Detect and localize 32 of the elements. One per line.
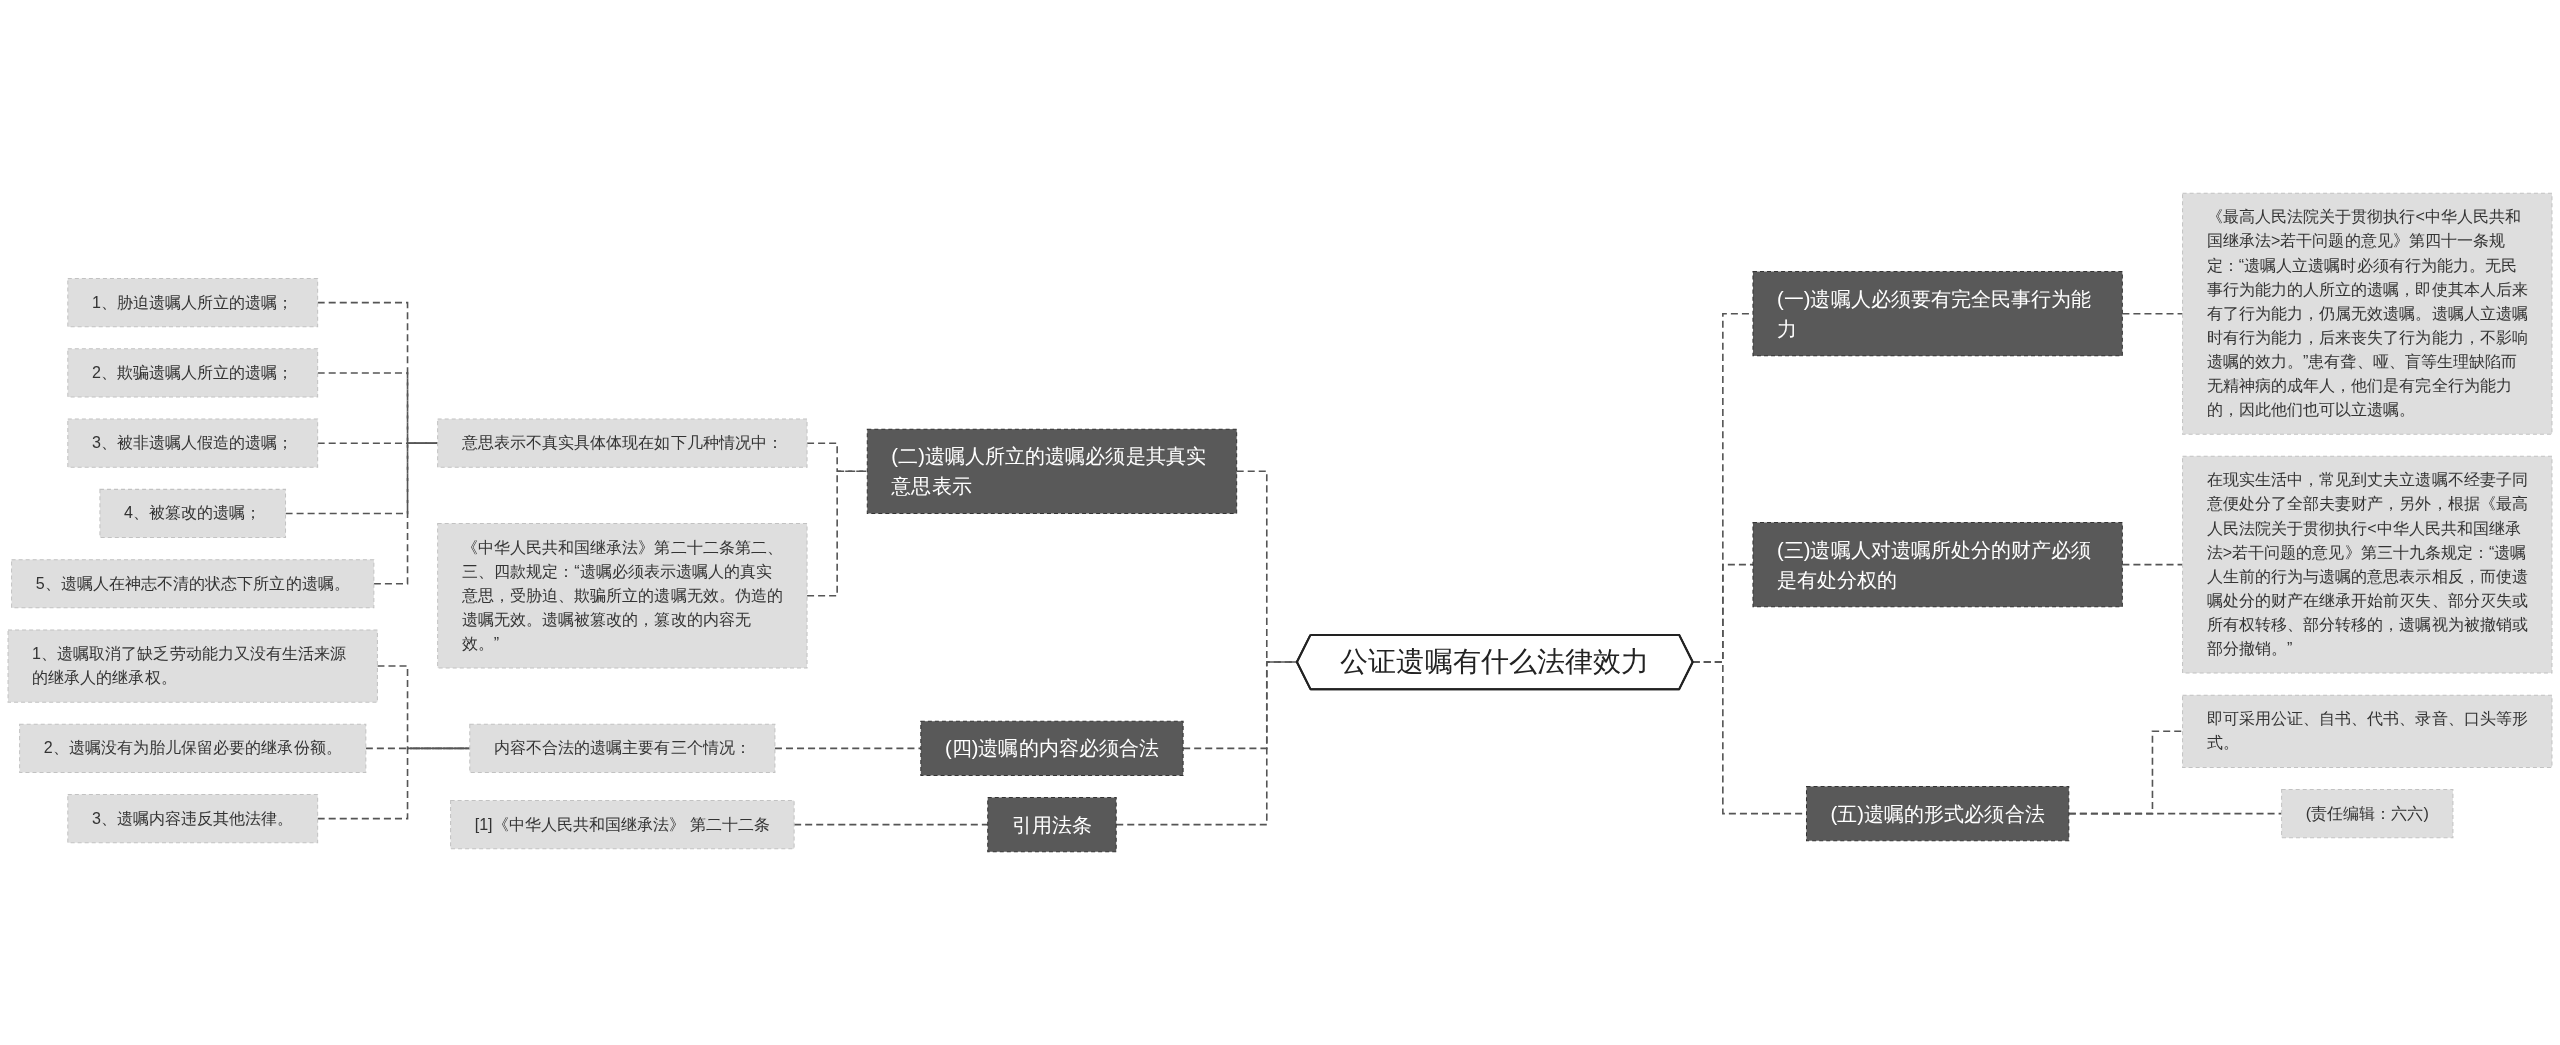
node-box: 3、遗嘱内容违反其他法律。 — [67, 794, 319, 844]
connector — [365, 747, 471, 750]
node-box: 在现实生活中，常见到丈夫立遗嘱不经妻子同意便处分了全部夫妻财产，另外，根据《最高人民法院关于贯彻执行<中华人民共和国继承法>若干问题的意见》第三十九条规定：“遗嘱人生前的行为与遗嘱的意思表示相反，而使遗嘱处分的财产在继承开始前灭失、部分灭失或所有权转移、部分转移的，遗嘱视为被撤销或部分撤销。” — [2182, 455, 2553, 674]
node-box: 即可采用公证、自书、代书、录音、口头等形式。 — [2182, 694, 2553, 768]
node-box: 《最高人民法院关于贯彻执行<中华人民共和国继承法>若干问题的意见》第四十一条规定：“遗嘱人立遗嘱时必须有行为能力。无民事行为能力的人所立的遗嘱，即使其本人后来有了行为能力，仍属无效遗嘱。遗嘱人立遗嘱时有行为能力，后来丧失了行为能力，不影响遗嘱的效力。”患有聋、哑、盲等生理缺陷而无精神病的成年人，他们是有完全行为能力的，因此他们也可以立遗嘱。 — [2182, 192, 2553, 435]
node-box: 《中华人民共和国继承法》第二十二条第二、三、四款规定：“遗嘱必须表示遗嘱人的真实意思，受胁迫、欺骗所立的遗嘱无效。伪造的遗嘱无效。遗嘱被篡改的，篡改的内容无效。” — [437, 523, 808, 669]
connector — [793, 823, 989, 826]
node-box: 4、被篡改的遗嘱； — [99, 488, 287, 539]
node-box: 1、遗嘱取消了缺乏劳动能力又没有生活来源的继承人的继承权。 — [7, 629, 378, 703]
node-box: (五)遗嘱的形式必须合法 — [1806, 786, 2070, 842]
node-box: 意思表示不真实具体体现在如下几种情况中： — [437, 418, 808, 468]
node-box: 内容不合法的遗嘱主要有三个情况： — [469, 723, 776, 773]
connector — [373, 442, 439, 585]
node-box: (二)遗嘱人所立的遗嘱必须是其真实意思表示 — [866, 428, 1238, 514]
node-box: (责任编辑：六六) — [2281, 789, 2454, 839]
node-box: 2、欺骗遗嘱人所立的遗嘱； — [67, 348, 319, 398]
connector — [2121, 563, 2184, 566]
node-box: (一)遗嘱人必须要有完全民事行为能力 — [1752, 271, 2123, 357]
node-box: 1、胁迫遗嘱人所立的遗嘱； — [67, 278, 319, 328]
node-box: 引用法条 — [987, 797, 1117, 853]
node-box: 3、被非遗嘱人假造的遗嘱； — [67, 418, 319, 468]
connector — [2121, 312, 2184, 315]
node-box: (四)遗嘱的内容必须合法 — [920, 720, 1184, 776]
connector — [316, 747, 471, 820]
node-box: (三)遗嘱人对遗嘱所处分的财产必须是有处分权的 — [1752, 522, 2123, 608]
node-box: [1]《中华人民共和国继承法》 第二十二条 — [450, 800, 795, 850]
node-box: 5、遗嘱人在神志不清的状态下所立的遗嘱。 — [11, 559, 375, 609]
connector — [806, 470, 869, 597]
connector — [2068, 812, 2283, 815]
connector — [1235, 470, 1298, 663]
connector — [774, 747, 922, 750]
node-box: 2、遗嘱没有为胎儿保留必要的继承份额。 — [19, 723, 367, 773]
